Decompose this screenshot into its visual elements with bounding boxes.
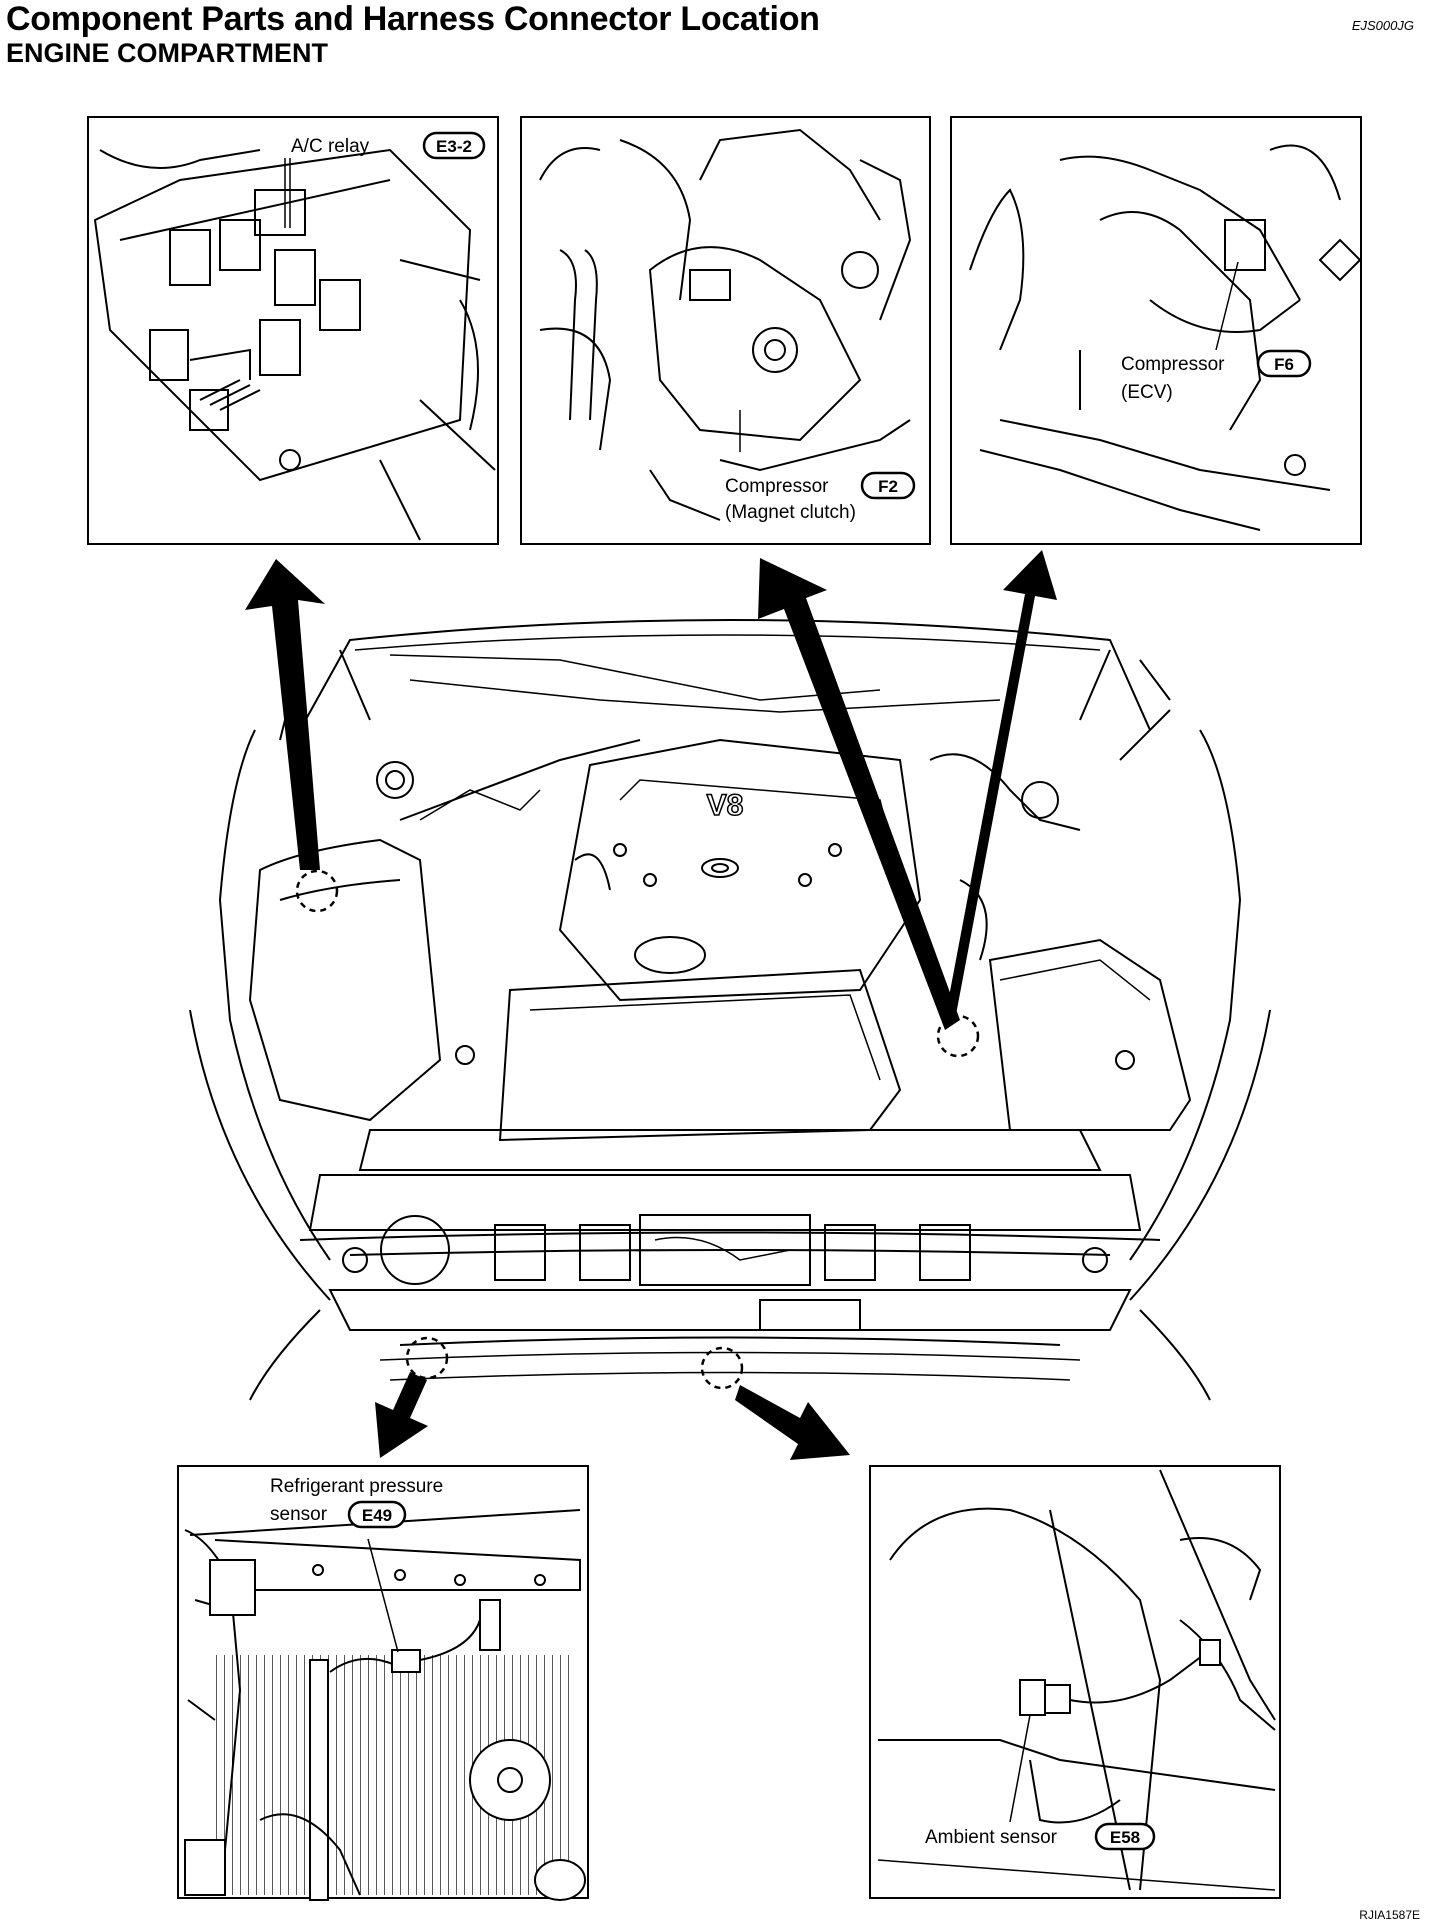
compressor-f2-sublabel: (Magnet clutch) xyxy=(725,502,856,523)
detail-panel-ambient-sensor: Ambient sensor E58 xyxy=(869,1465,1281,1899)
compressor-f6-label: Compressor xyxy=(1121,354,1225,375)
location-marker-ac-relay xyxy=(295,869,339,913)
compressor-f6-connector-badge xyxy=(1256,349,1312,378)
detail-panel-compressor-ecv: Compressor F6 (ECV) xyxy=(950,116,1362,545)
ac-relay-connector-badge xyxy=(422,131,486,160)
refrigerant-sensor-sublabel: sensor xyxy=(270,1504,328,1525)
ambient-sensor-label: Ambient sensor xyxy=(925,1827,1058,1848)
compressor-f2-connector-badge xyxy=(860,471,916,500)
compressor-f6-sublabel: (ECV) xyxy=(1121,382,1173,403)
refrigerant-sensor-connector-code: E49 xyxy=(362,1506,392,1525)
ac-relay-label: A/C relay xyxy=(291,136,370,157)
detail-panel-refrigerant-pressure-sensor: Refrigerant pressure sensor E49 xyxy=(177,1465,589,1901)
refrigerant-sensor-label: Refrigerant pressure xyxy=(270,1476,443,1497)
page-title: Component Parts and Harness Connector Lo… xyxy=(6,0,820,38)
compressor-f6-connector-code: F6 xyxy=(1274,355,1294,374)
document-id: EJS000JG xyxy=(1351,18,1414,33)
detail-panel-compressor-magnet-clutch: Compressor F2 (Magnet clutch) xyxy=(520,116,931,545)
ambient-sensor-connector-code: E58 xyxy=(1110,1828,1140,1847)
arrow-to-ac-relay xyxy=(245,559,325,870)
compressor-f2-label: Compressor xyxy=(725,476,829,497)
location-marker-refrigerant-sensor xyxy=(405,1336,449,1380)
page-subtitle: ENGINE COMPARTMENT xyxy=(6,38,328,68)
arrow-to-compressor-magnet-clutch xyxy=(758,558,960,1030)
arrow-to-refrigerant-sensor xyxy=(375,1372,428,1458)
arrow-to-ambient-sensor xyxy=(735,1385,850,1460)
engine-compartment-overview: V8 xyxy=(189,619,1271,1401)
detail-panel-ac-relay: A/C relay E3-2 xyxy=(87,116,499,545)
refrigerant-sensor-connector-badge xyxy=(347,1500,407,1529)
ambient-sensor-connector-badge xyxy=(1094,1822,1156,1851)
engine-cover-text: V8 xyxy=(707,789,744,822)
arrow-to-compressor-ecv xyxy=(945,550,1057,1020)
ac-relay-connector-code: E3-2 xyxy=(436,137,472,156)
figure-id: RJIA1587E xyxy=(1359,1908,1420,1922)
compressor-f2-connector-code: F2 xyxy=(878,477,898,496)
location-marker-ambient-sensor xyxy=(700,1346,744,1390)
